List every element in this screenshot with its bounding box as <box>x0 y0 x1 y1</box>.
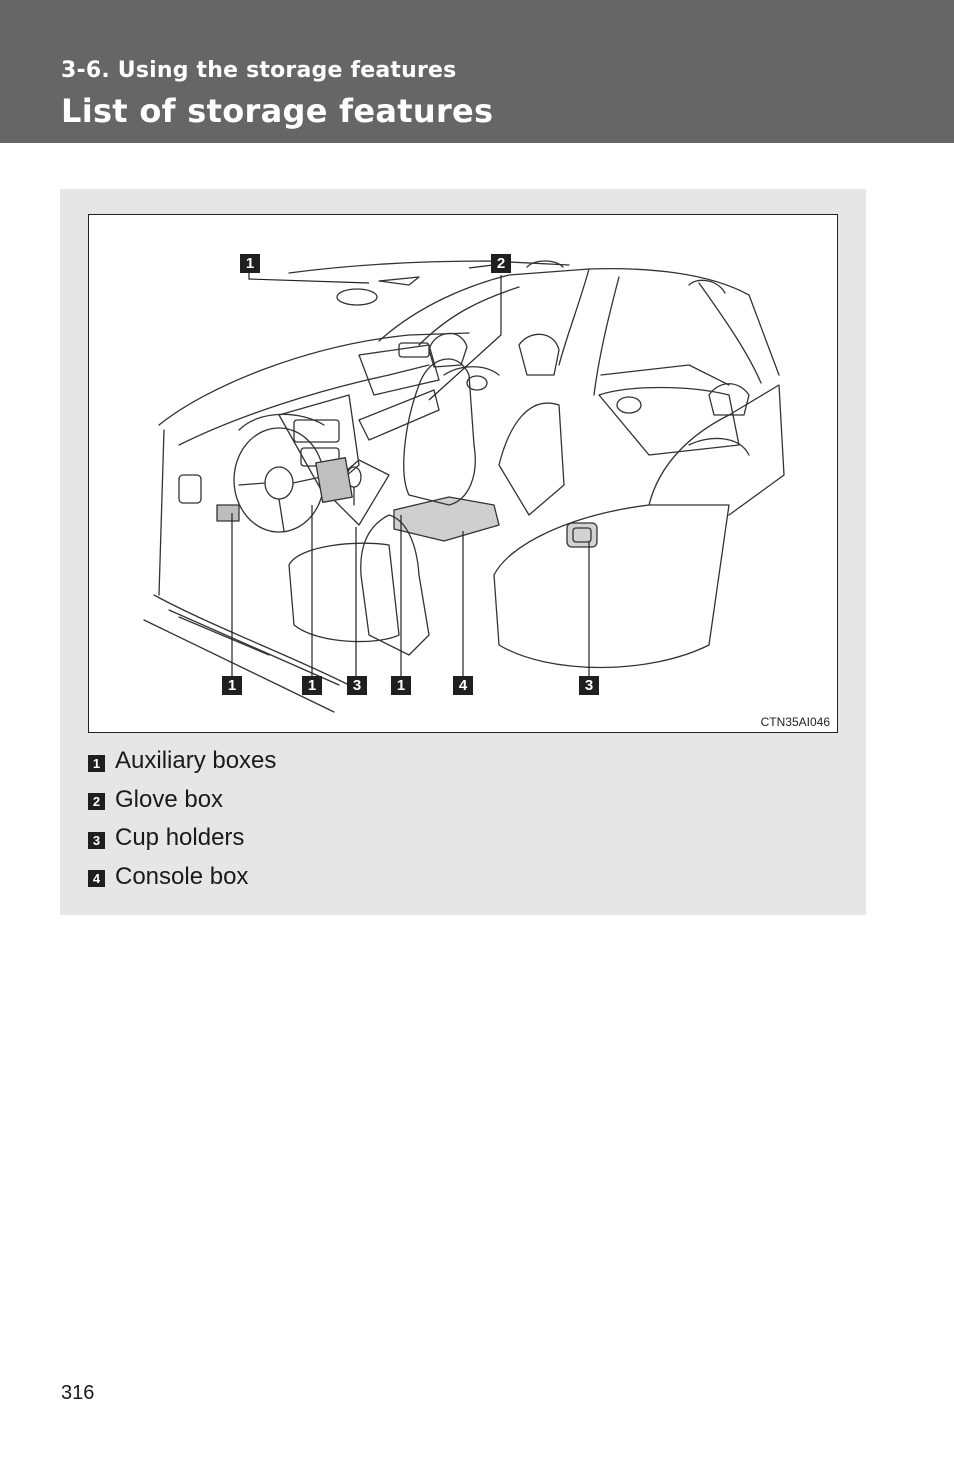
callout-4-bottom: 4 <box>453 676 473 695</box>
callout-1-bottom-a: 1 <box>222 676 242 695</box>
callout-3-bottom-a: 3 <box>347 676 367 695</box>
callout-1-bottom-c: 1 <box>391 676 411 695</box>
page-number: 316 <box>61 1382 94 1405</box>
legend-label: Cup holders <box>115 824 244 852</box>
callout-3-bottom-b: 3 <box>579 676 599 695</box>
figure-panel: 1 2 1 1 3 1 4 3 CTN35AI046 1 Auxiliary b… <box>60 189 866 915</box>
legend: 1 Auxiliary boxes 2 Glove box 3 Cup hold… <box>88 742 276 896</box>
section-label: 3-6. Using the storage features <box>61 58 456 83</box>
legend-number: 1 <box>88 755 105 772</box>
legend-number: 3 <box>88 832 105 849</box>
page-title: List of storage features <box>61 92 493 130</box>
legend-number: 4 <box>88 870 105 887</box>
callout-2-top: 2 <box>491 254 511 273</box>
legend-label: Auxiliary boxes <box>115 747 276 775</box>
legend-number: 2 <box>88 793 105 810</box>
car-interior-drawing <box>89 215 837 732</box>
figure-code: CTN35AI046 <box>761 715 830 729</box>
callout-1-bottom-b: 1 <box>302 676 322 695</box>
legend-label: Glove box <box>115 786 223 814</box>
legend-label: Console box <box>115 863 248 891</box>
legend-item: 1 Auxiliary boxes <box>88 742 276 781</box>
legend-item: 4 Console box <box>88 858 276 897</box>
page-header: 3-6. Using the storage features List of … <box>0 0 954 143</box>
callout-1-top: 1 <box>240 254 260 273</box>
legend-item: 2 Glove box <box>88 781 276 820</box>
car-interior-illustration: 1 2 1 1 3 1 4 3 CTN35AI046 <box>88 214 838 733</box>
legend-item: 3 Cup holders <box>88 819 276 858</box>
